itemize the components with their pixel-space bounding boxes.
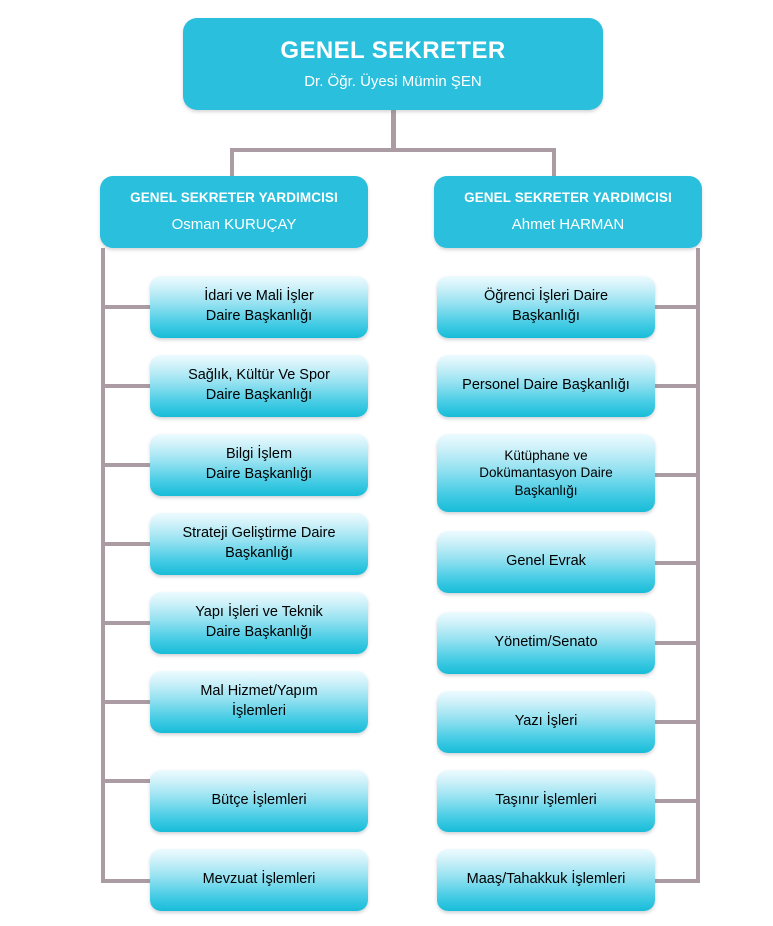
unit-box[interactable]: Yazı İşleri: [437, 691, 655, 753]
connector-left-stub: [101, 779, 151, 783]
unit-box[interactable]: Genel Evrak: [437, 531, 655, 593]
connector-left-stub: [101, 879, 151, 883]
connector-right-stub: [652, 561, 700, 565]
connector-left-spine: [101, 248, 105, 883]
connector-right-stub: [652, 879, 700, 883]
unit-label: Mevzuat İşlemleri: [202, 871, 316, 888]
unit-box[interactable]: Taşınır İşlemleri: [437, 770, 655, 832]
unit-label: Yazı İşleri: [514, 713, 578, 730]
connector-right-stub: [652, 720, 700, 724]
node-genel-sekreter[interactable]: GENEL SEKRETER Dr. Öğr. Üyesi Mümin ŞEN: [183, 18, 603, 110]
connector-left-stub: [101, 621, 151, 625]
unit-label: Genel Evrak: [506, 553, 586, 570]
unit-box[interactable]: Personel Daire Başkanlığı: [437, 355, 655, 417]
connector-left-stub: [101, 463, 151, 467]
unit-box[interactable]: Yönetim/Senato: [437, 612, 655, 674]
connector-root-stem: [391, 110, 396, 152]
connector-root-bus: [230, 148, 556, 152]
connector-right-spine: [696, 248, 700, 883]
connector-deputy-right-drop: [552, 148, 556, 178]
unit-label: Yönetim/Senato: [494, 634, 598, 651]
connector-right-stub: [652, 473, 700, 477]
connector-right-stub: [652, 384, 700, 388]
unit-box[interactable]: Mevzuat İşlemleri: [150, 849, 368, 911]
connector-left-stub: [101, 305, 151, 309]
connector-right-stub: [652, 305, 700, 309]
deputy-right-title: GENEL SEKRETER YARDIMCISI: [464, 189, 672, 205]
unit-label: Bütçe İşlemleri: [211, 792, 307, 809]
unit-box[interactable]: Maaş/Tahakkuk İşlemleri: [437, 849, 655, 911]
connector-left-stub: [101, 384, 151, 388]
connector-left-stub: [101, 700, 151, 704]
connector-right-stub: [652, 799, 700, 803]
node-deputy-left[interactable]: GENEL SEKRETER YARDIMCISI Osman KURUÇAY: [100, 176, 368, 248]
unit-label: Personel Daire Başkanlığı: [462, 377, 630, 394]
connector-deputy-left-drop: [230, 148, 234, 178]
unit-box[interactable]: Bütçe İşlemleri: [150, 770, 368, 832]
unit-label: Maaş/Tahakkuk İşlemleri: [466, 871, 626, 888]
deputy-left-title: GENEL SEKRETER YARDIMCISI: [130, 189, 338, 205]
deputy-left-subtitle: Osman KURUÇAY: [171, 215, 297, 233]
connector-left-stub: [101, 542, 151, 546]
root-title: GENEL SEKRETER: [280, 36, 506, 64]
connector-right-stub: [652, 641, 700, 645]
deputy-right-subtitle: Ahmet HARMAN: [511, 215, 625, 233]
root-subtitle: Dr. Öğr. Üyesi Mümin ŞEN: [304, 72, 482, 90]
unit-label: Taşınır İşlemleri: [495, 792, 597, 809]
node-deputy-right[interactable]: GENEL SEKRETER YARDIMCISI Ahmet HARMAN: [434, 176, 702, 248]
